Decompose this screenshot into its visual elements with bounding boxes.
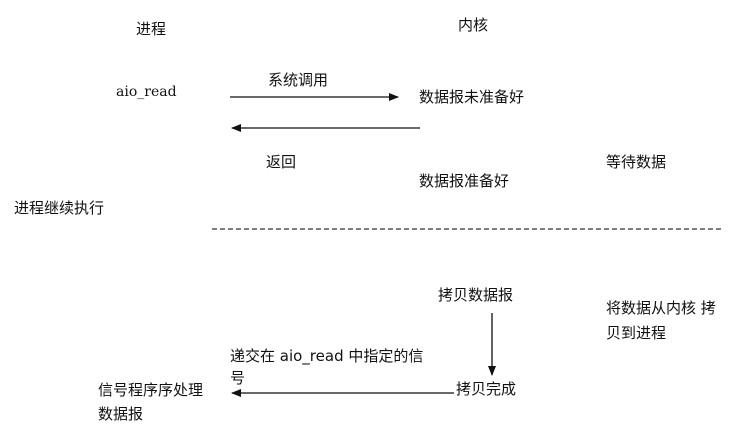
process-column-header: 进程 (136, 20, 167, 38)
deliver-signal-label: 递交在 aio_read 中指定的信号 (230, 347, 424, 387)
wait-for-data-label: 等待数据 (606, 153, 667, 171)
process-continue-label: 进程继续执行 (14, 199, 105, 217)
copy-datagram-label: 拷贝数据报 (438, 286, 514, 304)
datagram-not-ready-label: 数据报未准备好 (419, 88, 525, 106)
datagram-ready-label: 数据报准备好 (419, 172, 510, 190)
function-name-label: aio_read (116, 84, 177, 100)
copy-complete-label: 拷贝完成 (456, 380, 517, 398)
syscall-label: 系统调用 (268, 71, 329, 89)
kernel-column-header: 内核 (458, 16, 489, 34)
signal-handler-label: 信号程序序处理 数据报 (98, 381, 204, 423)
return-label: 返回 (266, 153, 297, 171)
copy-to-process-label: 将数据从内核 拷贝到进程 (606, 299, 716, 342)
